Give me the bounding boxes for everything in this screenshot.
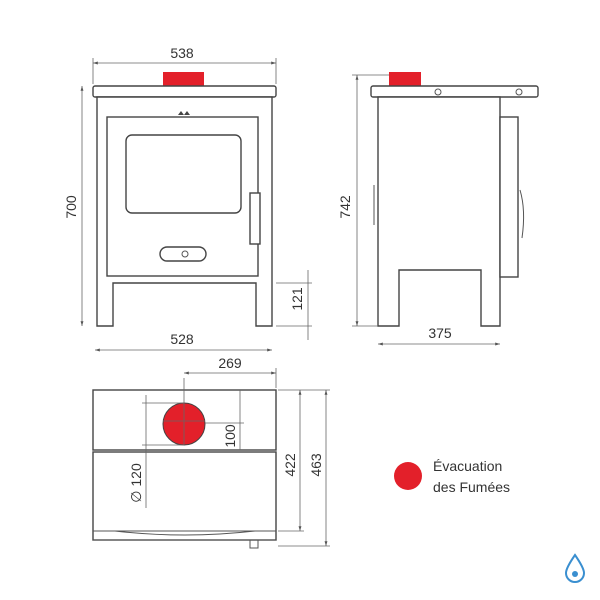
legend: Évacuation des Fumées [394,458,510,495]
legend-line-2: des Fumées [433,479,510,495]
dim-side-depth: 375 [428,325,452,341]
dim-top-flue-offset: 269 [218,355,242,371]
dim-top-flue-depth: 100 [222,424,238,448]
dim-top-depth-total: 463 [308,453,324,477]
dim-side-height: 742 [337,195,353,219]
side-dimensions: 742 375 [337,74,500,346]
flue-outlet-side [389,72,421,86]
flue-legend-marker [394,462,422,490]
legend-line-1: Évacuation [433,458,502,474]
side-view [370,72,539,327]
droplet-logo-icon [564,553,586,583]
dim-front-height: 700 [63,195,79,219]
dim-front-width-top: 538 [170,45,194,61]
top-dimensions: 269 100 ∅ 120 422 463 [128,355,330,547]
flue-outlet-front [163,72,204,87]
dim-top-flue-diameter: ∅ 120 [128,463,144,503]
front-view [92,72,277,327]
dim-front-width-base: 528 [170,331,194,347]
dim-front-leg-height: 121 [289,287,305,311]
front-dimensions: 538 700 121 528 [63,45,312,352]
top-view [92,378,277,549]
dim-top-depth-body: 422 [282,453,298,477]
